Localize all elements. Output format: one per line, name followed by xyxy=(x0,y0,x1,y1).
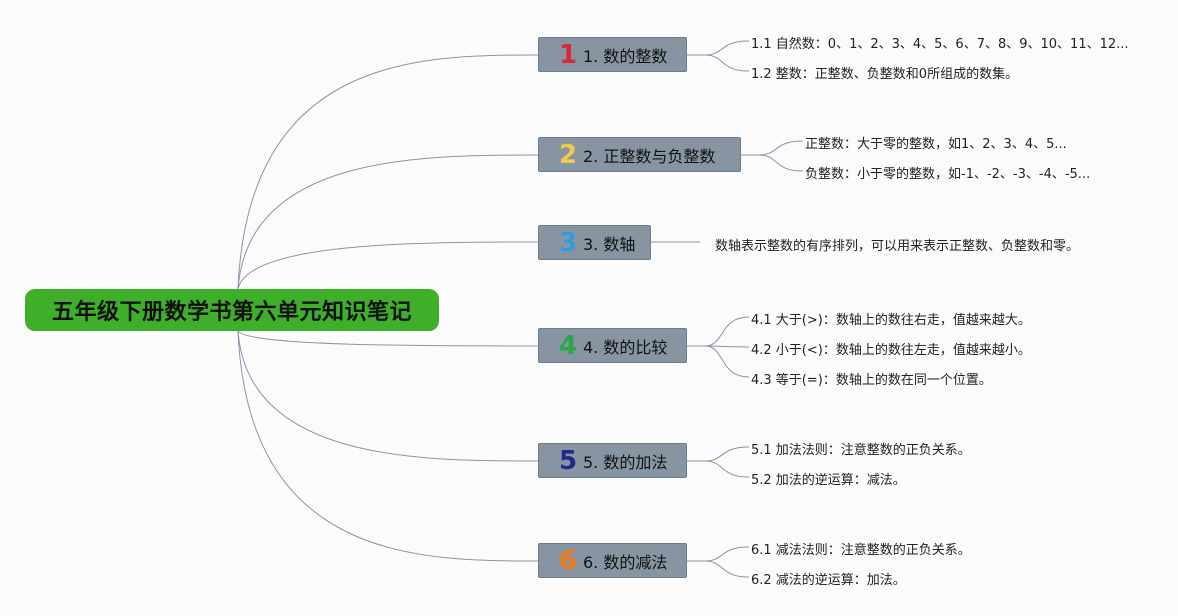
branch-2[interactable]: 2 2. 正整数与负整数 xyxy=(538,137,741,172)
leaf-1-2: 1.2 整数：正整数、负整数和0所组成的数集。 xyxy=(751,67,1019,82)
number-1-icon: 1 xyxy=(558,39,578,70)
leaf-6-2: 6.2 减法的逆运算：加法。 xyxy=(751,573,906,588)
leaf-line xyxy=(687,446,750,462)
leaf-line xyxy=(687,316,750,347)
leaf-1-1: 1.1 自然数：0、1、2、3、4、5、6、7、8、9、10、11、12... xyxy=(751,37,1129,52)
branch-1[interactable]: 1 1. 数的整数 xyxy=(538,37,687,72)
root-branch-line xyxy=(237,154,539,290)
branch-label: 6. 数的减法 xyxy=(583,552,668,572)
leaf-5-1: 5.1 加法法则：注意整数的正负关系。 xyxy=(751,443,971,458)
leaf-6-1: 6.1 减法法则：注意整数的正负关系。 xyxy=(751,543,971,558)
branch-3[interactable]: 3 3. 数轴 xyxy=(538,225,651,260)
root-branch-line xyxy=(237,330,539,562)
branch-label: 2. 正整数与负整数 xyxy=(583,146,716,166)
leaf-2-1: 正整数：大于零的整数，如1、2、3、4、5... xyxy=(805,137,1067,152)
leaf-5-2: 5.2 加法的逆运算：减法。 xyxy=(751,473,906,488)
leaf-line xyxy=(687,460,750,478)
leaf-4-1: 4.1 大于(>)：数轴上的数往右走，值越来越大。 xyxy=(751,313,1031,328)
branch-4[interactable]: 4 4. 数的比较 xyxy=(538,328,687,363)
root-topic[interactable]: 五年级下册数学书第六单元知识笔记 xyxy=(25,289,439,331)
leaf-line xyxy=(687,560,750,578)
leaf-line xyxy=(687,54,750,72)
number-6-icon: 6 xyxy=(558,545,578,576)
number-3-icon: 3 xyxy=(558,227,578,258)
leaf-line xyxy=(687,546,750,562)
branch-label: 1. 数的整数 xyxy=(583,46,668,66)
branch-5[interactable]: 5 5. 数的加法 xyxy=(538,443,687,478)
branch-label: 4. 数的比较 xyxy=(583,337,668,357)
number-4-icon: 4 xyxy=(558,330,578,361)
leaf-line xyxy=(741,140,804,156)
root-branch-line xyxy=(237,241,539,290)
leaf-line xyxy=(741,154,804,172)
root-branch-line xyxy=(237,54,539,290)
branch-6[interactable]: 6 6. 数的减法 xyxy=(538,543,687,578)
leaf-2-2: 负整数：小于零的整数，如-1、-2、-3、-4、-5... xyxy=(805,167,1091,182)
number-2-icon: 2 xyxy=(558,139,578,170)
leaf-4-3: 4.3 等于(=)：数轴上的数在同一个位置。 xyxy=(751,373,992,388)
branch-label: 5. 数的加法 xyxy=(583,452,668,472)
leaf-line xyxy=(687,40,750,56)
number-5-icon: 5 xyxy=(558,445,578,476)
root-branch-line xyxy=(237,330,539,462)
leaf-line xyxy=(687,345,750,378)
branch-label: 3. 数轴 xyxy=(583,234,636,254)
root-branch-line xyxy=(237,330,539,347)
leaf-4-2: 4.2 小于(<)：数轴上的数往左走，值越来越小。 xyxy=(751,343,1031,358)
leaf-3-1: 数轴表示整数的有序排列，可以用来表示正整数、负整数和零。 xyxy=(715,239,1080,254)
